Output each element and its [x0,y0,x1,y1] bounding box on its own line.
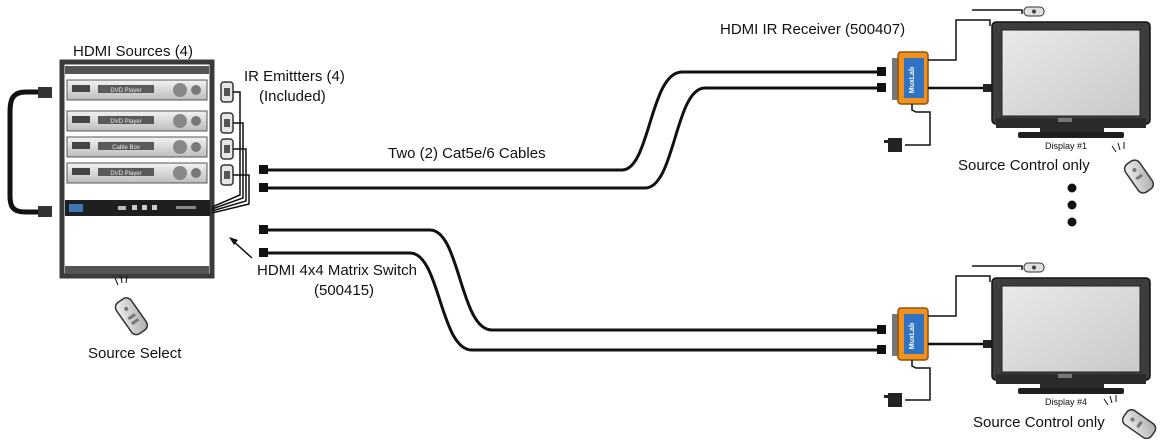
hdmi-sources-label: HDMI Sources (4) [73,43,194,60]
source-control-1-label: Source Control only [958,157,1090,174]
ir-emitters-label: IR Emittters (4) [244,68,345,85]
rack-unit-label-1: DVD Player [110,88,141,94]
receiver-label: HDMI IR Receiver (500407) [720,21,906,38]
source-unit-2 [66,110,208,132]
matrix-switch-unit [65,200,210,216]
source-select-label: Source Select [88,345,182,362]
rack-unit-label-3: Cable Box [112,145,140,151]
cat-cable-bottom-2 [268,251,880,352]
remote-control-icon [114,297,149,336]
cat-cables-label: Two (2) Cat5e/6 Cables [388,145,546,162]
ir-emitter-icon [220,81,234,103]
display-4-label: Display #4 [1045,397,1088,407]
display-1-label: Display #1 [1045,141,1088,151]
ir-signal-marks [1103,395,1117,406]
remote-control-icon [1123,159,1155,194]
ir-emitter-icon [220,164,234,186]
rack-unit-label-2: DVD Player [110,119,141,125]
source-unit-4 [66,162,208,184]
matrix-switch-part-label: (500415) [314,282,375,299]
receiver-4: MuxLab [884,262,1045,407]
cat-cables [268,70,880,352]
ir-emitter-icon [220,138,234,160]
receiver-1: MuxLab [884,6,1045,152]
hdmi-loop-cable [7,87,52,217]
ir-emitter-wires [211,91,250,214]
matrix-switch-arrow [229,237,253,259]
ir-signal-marks [114,275,128,286]
display-1 [991,21,1151,138]
ir-emitter-icon [220,112,234,134]
source-control-4-label: Source Control only [973,414,1105,431]
cable-connectors [259,67,886,354]
ellipsis-dots-icon [1067,183,1077,227]
source-unit-1 [66,79,208,101]
ir-signal-marks [1111,142,1125,153]
display-4 [991,277,1151,394]
cat-cable-top-1 [268,70,880,172]
cat-cable-bottom-1 [268,228,880,332]
equipment-rack: DVD Player DVD Player Cable Box DVD Play… [59,59,215,279]
source-unit-3 [66,136,208,158]
remote-control-icon [1121,409,1157,440]
ir-emitters-included-label: (Included) [259,88,326,105]
svg-text:MuxLab: MuxLab [909,323,916,349]
ir-emitters [211,81,250,214]
rack-unit-label-4: DVD Player [110,171,141,177]
matrix-switch-label: HDMI 4x4 Matrix Switch [257,262,418,279]
svg-text:MuxLab: MuxLab [909,67,916,93]
cat-cable-top-2 [268,86,880,190]
